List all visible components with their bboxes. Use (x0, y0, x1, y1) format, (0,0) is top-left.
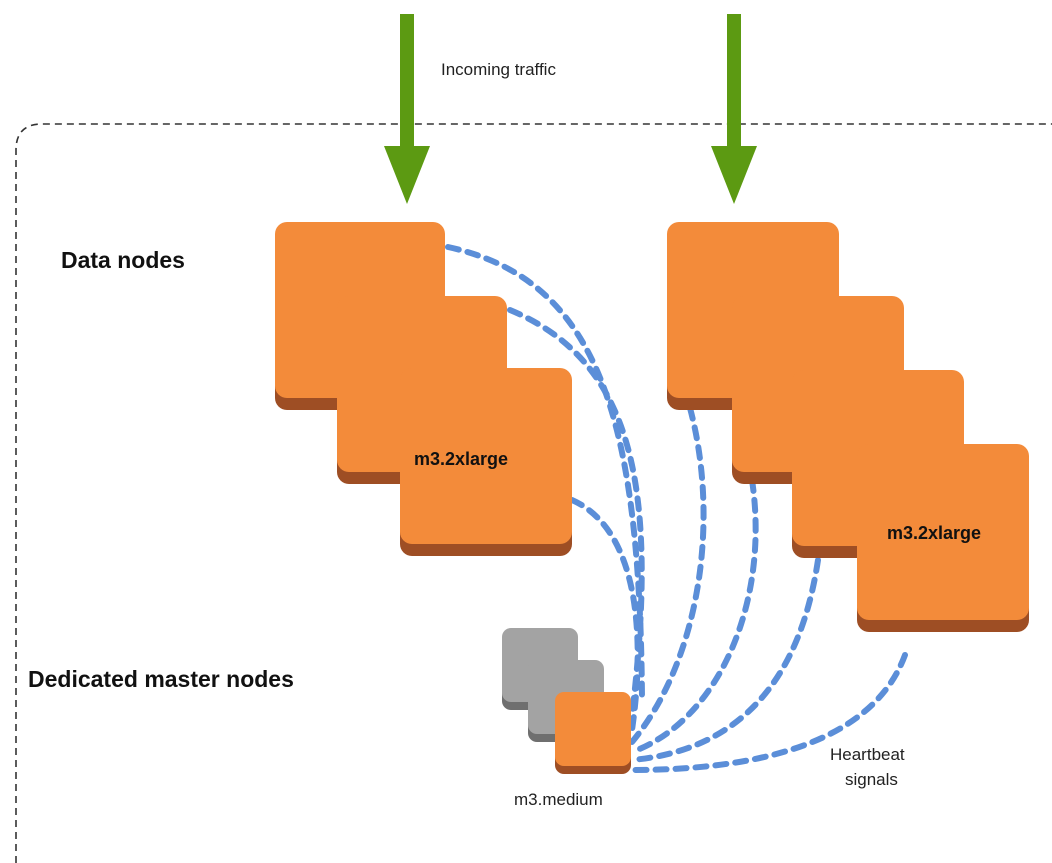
incoming-traffic-arrow-left (384, 14, 430, 204)
heartbeat-line (629, 405, 707, 745)
data-node-instance-label-left: m3.2xlarge (414, 449, 509, 469)
heartbeat-label-line2: signals (845, 770, 898, 789)
data-node (400, 368, 572, 556)
heartbeat-label-line1: Heartbeat (830, 745, 905, 764)
data-node-stack-right (667, 222, 1029, 632)
heartbeat-line (629, 477, 759, 755)
incoming-traffic-arrow-right (711, 14, 757, 204)
master-node-active (555, 692, 631, 774)
cluster-boundary (15, 123, 1052, 863)
master-node-instance-label: m3.medium (514, 790, 603, 809)
incoming-traffic-label: Incoming traffic (441, 60, 556, 79)
heartbeat-line (629, 652, 908, 773)
heartbeat-line (629, 557, 821, 763)
dedicated-master-nodes-label: Dedicated master nodes (28, 666, 294, 692)
heartbeat-signal-lines (445, 244, 908, 773)
data-node-instance-label-right: m3.2xlarge (887, 523, 982, 543)
data-node-stack-left (275, 222, 572, 556)
data-node (857, 444, 1029, 632)
heartbeat-line (445, 244, 645, 703)
master-node-stack (502, 628, 631, 774)
data-nodes-label: Data nodes (61, 247, 185, 273)
heartbeat-line (507, 307, 645, 718)
heartbeat-line (569, 497, 641, 733)
